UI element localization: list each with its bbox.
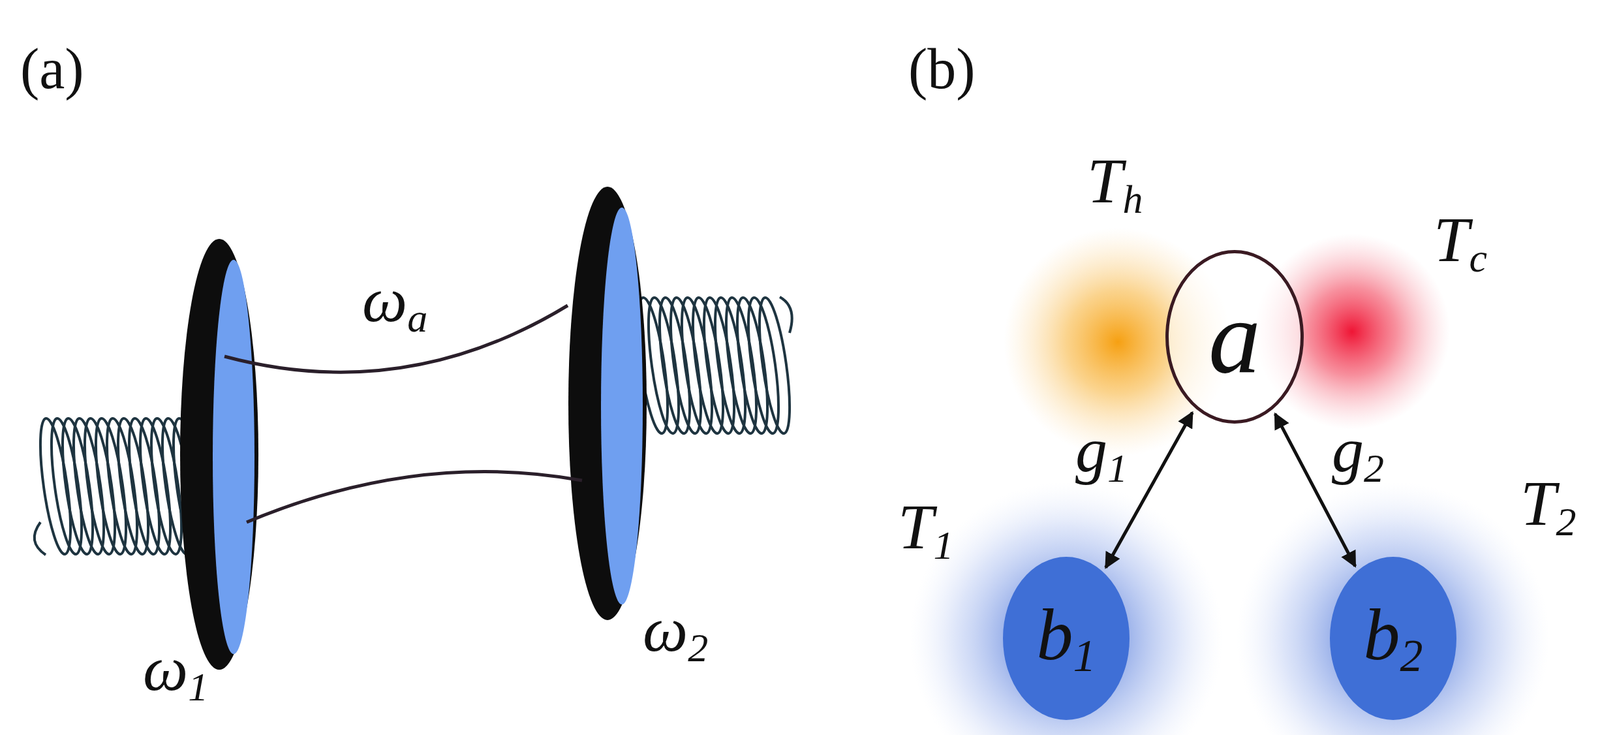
frequency-label: ωa bbox=[362, 267, 428, 339]
bath-glow bbox=[1236, 481, 1550, 735]
node-cavity-mode-circle: a bbox=[1165, 249, 1304, 424]
frequency-label: ω1 bbox=[142, 636, 209, 707]
temperature-label: T1 bbox=[897, 494, 954, 566]
temperature-label: Th bbox=[1087, 148, 1144, 220]
frequency-label: ω2 bbox=[642, 597, 708, 668]
node-mirror-mode-circle: b2 bbox=[1329, 556, 1457, 720]
temperature-label: T2 bbox=[1520, 471, 1577, 542]
spring-coil bbox=[753, 296, 797, 436]
node-text: b1 bbox=[1036, 597, 1097, 679]
node-text: a bbox=[1208, 284, 1261, 389]
panel-label: (b) bbox=[908, 40, 976, 98]
spring-tail bbox=[779, 296, 793, 333]
bath-glow bbox=[909, 481, 1223, 735]
coupling-label: g1 bbox=[1075, 417, 1128, 489]
node-ellipse bbox=[1329, 556, 1457, 720]
mirror-rim bbox=[568, 186, 647, 620]
mirror-face bbox=[212, 259, 255, 654]
spring-tail bbox=[34, 522, 46, 555]
coupling-arrow bbox=[1106, 412, 1193, 568]
node-ellipse bbox=[1002, 556, 1130, 720]
coupling-label: g2 bbox=[1331, 417, 1385, 489]
mirror-rim bbox=[180, 238, 259, 670]
node-text: b2 bbox=[1363, 597, 1424, 679]
node-ellipse bbox=[1167, 251, 1303, 423]
temperature-label: Tc bbox=[1433, 207, 1488, 278]
panel-label: (a) bbox=[20, 40, 85, 98]
cavity-beam bbox=[246, 471, 583, 523]
node-mirror-mode-circle: b1 bbox=[1002, 556, 1130, 720]
mirror-face bbox=[600, 207, 643, 605]
